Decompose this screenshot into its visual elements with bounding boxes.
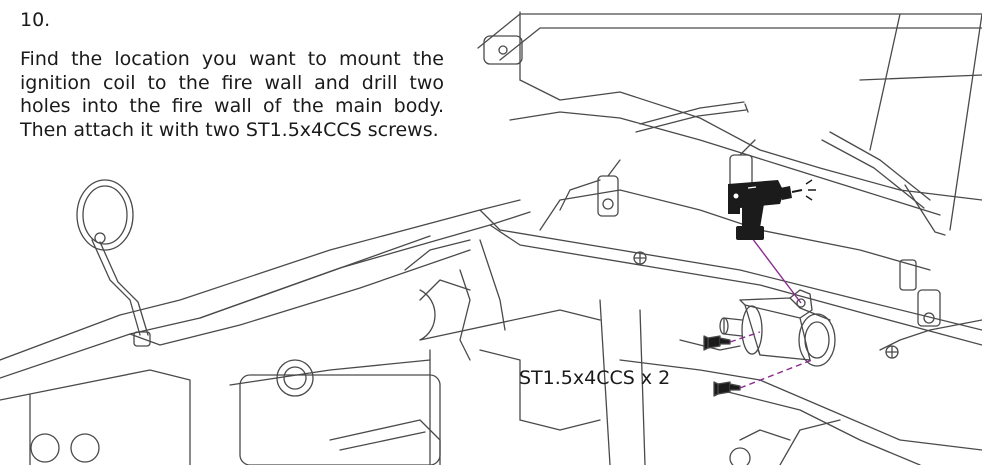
dashboard-gauges	[0, 359, 441, 465]
drill-icon	[728, 179, 816, 240]
wiper-blades	[635, 101, 946, 236]
ignition-coil	[719, 289, 836, 367]
main-body	[0, 179, 982, 465]
windshield-frame	[477, 11, 982, 231]
hinges	[597, 139, 941, 327]
screw-icon	[703, 335, 741, 397]
side-mirror	[76, 179, 436, 347]
assembly-leaders	[729, 237, 813, 389]
step-number: 10.	[20, 9, 51, 31]
step-instructions: Find the location you want to mount the …	[20, 48, 444, 141]
screw-callout-label: ST1.5x4CCS x 2	[519, 367, 671, 389]
